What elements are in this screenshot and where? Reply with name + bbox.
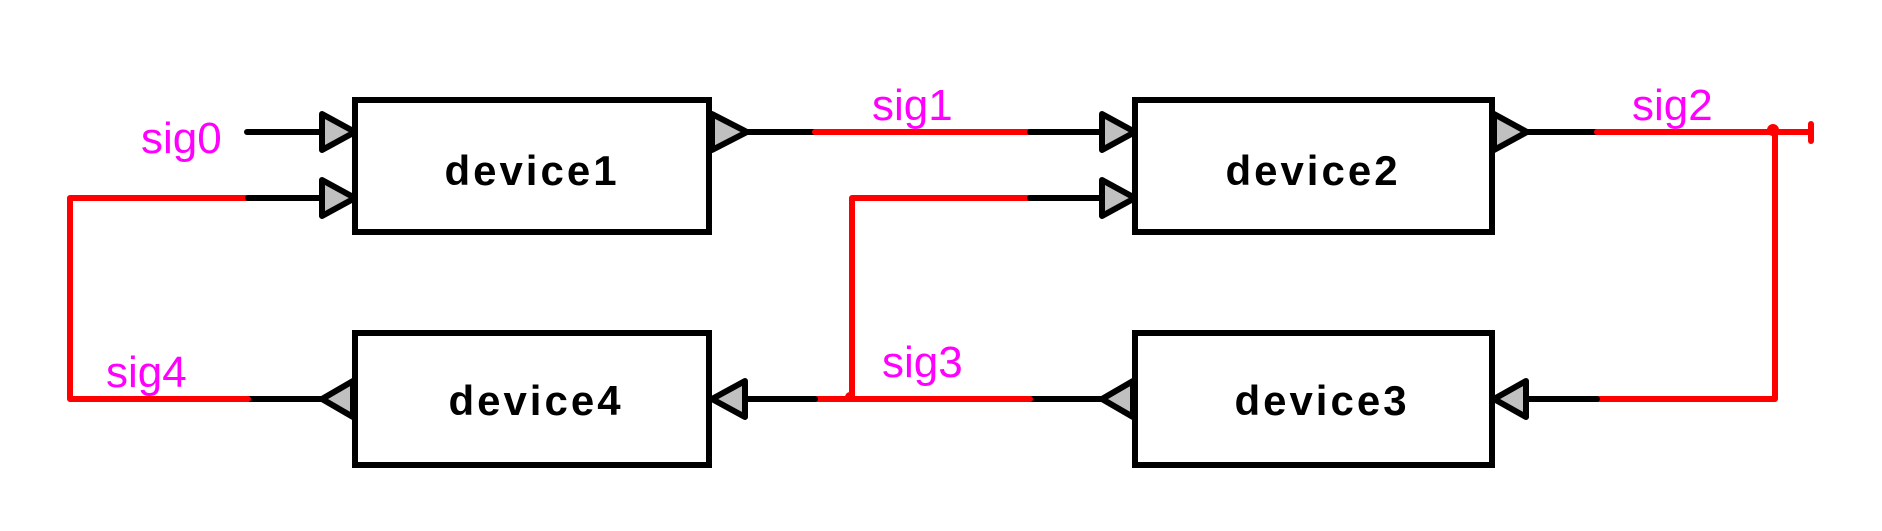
device-box[interactable]: [1132, 97, 1495, 235]
junction-dot: [1767, 124, 1779, 136]
device-box[interactable]: [352, 97, 712, 235]
input-port-triangle-icon[interactable]: [1099, 111, 1138, 153]
input-port-triangle-icon[interactable]: [1099, 177, 1138, 219]
signal-label-sig4: sig4: [106, 348, 187, 397]
output-port-triangle-icon[interactable]: [709, 111, 750, 153]
net-sig3[interactable]: [744, 195, 1105, 402]
output-port-triangle-icon[interactable]: [1491, 111, 1530, 153]
device-box[interactable]: [352, 330, 712, 468]
device1-block[interactable]: device1: [319, 97, 750, 235]
signal-label-sig1: sig1: [872, 81, 953, 130]
output-port-triangle-icon[interactable]: [319, 378, 356, 420]
device-label: device3: [1234, 377, 1409, 424]
input-port-triangle-icon[interactable]: [319, 177, 358, 219]
input-port-triangle-icon[interactable]: [1491, 378, 1529, 420]
net-sig4[interactable]: [67, 195, 325, 402]
wire-segment-highlighted[interactable]: [849, 195, 1033, 402]
signal-label-sig3: sig3: [882, 338, 963, 387]
device-label: device2: [1225, 147, 1400, 194]
device4-block[interactable]: device4: [319, 330, 748, 468]
device-label: device4: [448, 377, 623, 424]
input-port-triangle-icon[interactable]: [709, 378, 748, 420]
output-port-triangle-icon[interactable]: [1099, 378, 1136, 420]
net-sig2[interactable]: [1524, 121, 1814, 402]
device-box[interactable]: [1132, 330, 1495, 468]
wire-segment-highlighted[interactable]: [67, 195, 251, 402]
device2-block[interactable]: device2: [1099, 97, 1530, 235]
signal-label-sig2: sig2: [1632, 81, 1713, 130]
device3-block[interactable]: device3: [1099, 330, 1529, 468]
signal-label-sig0: sig0: [141, 114, 222, 163]
junction-dot: [845, 392, 855, 402]
input-port-triangle-icon[interactable]: [319, 111, 358, 153]
wire-segment-highlighted[interactable]: [1594, 129, 1778, 402]
device-label: device1: [444, 147, 619, 194]
